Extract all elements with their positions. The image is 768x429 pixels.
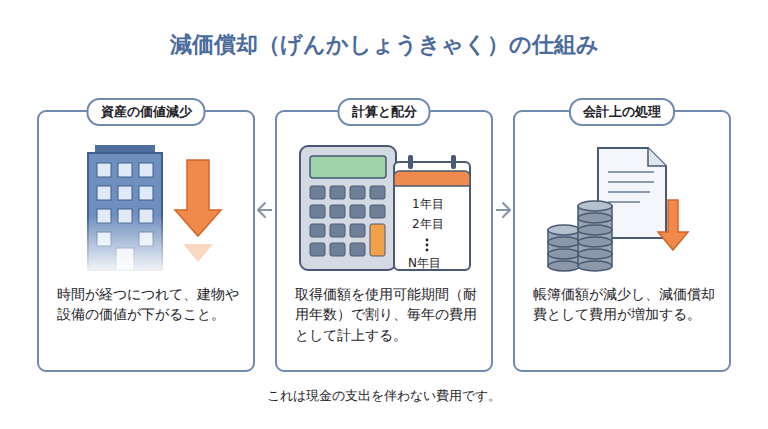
- calendar-year: N年目: [408, 255, 441, 272]
- panel-heading: 計算と配分: [338, 98, 431, 126]
- step-panel: 資産の価値減少時間が経つにつれて、建物や設備の価値が下がること。: [37, 110, 255, 372]
- decrease-arrow: [175, 160, 221, 262]
- panel-heading: 会計上の処理: [569, 98, 675, 126]
- caption: これは現金の支出を伴わない費用です。: [0, 387, 768, 405]
- panel-heading: 資産の価値減少: [87, 98, 206, 126]
- flow-arrow: [496, 203, 510, 217]
- decrease-arrow: [658, 200, 688, 250]
- coin-stacks: [548, 201, 612, 271]
- flow-arrow: [258, 203, 272, 217]
- panel-text: 取得価額を使用可能期間（耐用年数）で割り、毎年の費用として計上する。: [295, 284, 477, 345]
- calendar-icon: [394, 155, 470, 270]
- panel-text: 時間が経つにつれて、建物や設備の価値が下がること。: [57, 284, 239, 325]
- calculator-icon: [300, 146, 396, 270]
- step-panel: 会計上の処理帳簿価額が減少し、減価償却費として費用が増加する。: [513, 110, 731, 372]
- step-panel: 計算と配分取得価額を使用可能期間（耐用年数）で割り、毎年の費用として計上する。: [275, 110, 493, 372]
- building-icon: [82, 145, 168, 273]
- calendar-year: 2年目: [412, 216, 444, 233]
- panel-text: 帳簿価額が減少し、減価償却費として費用が増加する。: [533, 284, 715, 325]
- diagram-title: 減価償却（げんかしょうきゃく）の仕組み: [0, 30, 768, 60]
- calendar-year: 1年目: [412, 196, 444, 213]
